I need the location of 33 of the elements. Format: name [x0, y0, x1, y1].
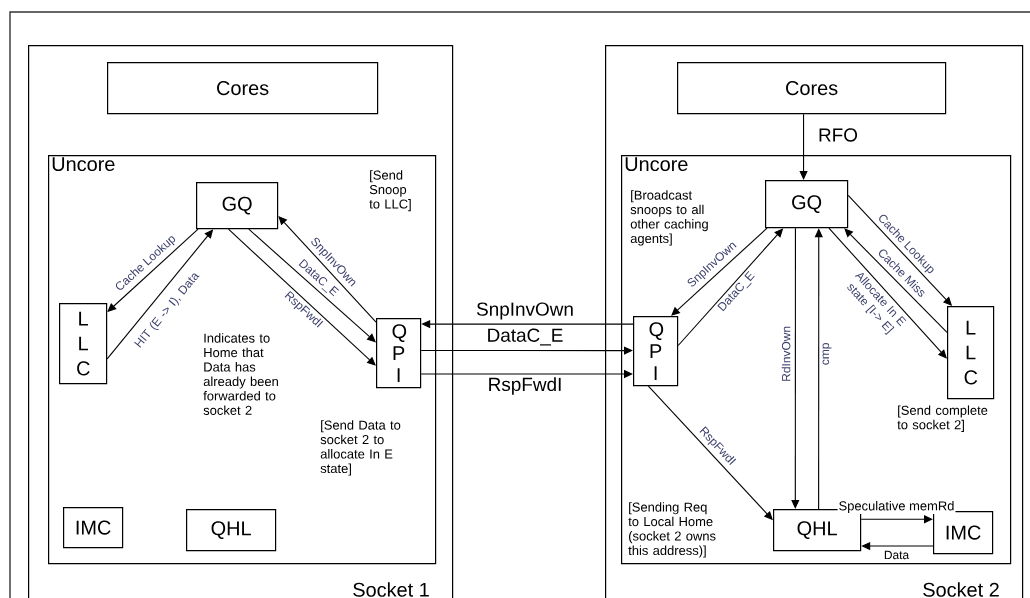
home-logic-box: QHL: [186, 509, 277, 552]
arrow: [227, 228, 376, 366]
cores-box: Cores: [107, 62, 379, 115]
memory-controller-box: IMC: [933, 511, 994, 555]
note-text: [Send Data to socket 2 to allocate In E state]: [320, 420, 401, 476]
arrow: [860, 515, 933, 524]
interconnect-box: Q P I: [633, 316, 679, 387]
edge-label: cmp: [821, 341, 833, 367]
arrow: [828, 227, 947, 359]
arrow: [844, 228, 948, 333]
note-text: [Broadcast snoops to all other caching agents]: [630, 190, 708, 246]
arrow: [791, 227, 800, 509]
queue-box: GQ: [765, 180, 849, 229]
note-text: [Send Snoop to LLC]: [369, 170, 411, 212]
arrow: [671, 227, 768, 316]
edge-label: DataC_E: [485, 327, 565, 347]
arrow: [799, 113, 808, 180]
edge-label: RspFwdI: [486, 376, 564, 396]
interconnect-box: Q P I: [376, 318, 422, 389]
edge-label: Speculative memRd: [837, 499, 956, 515]
edge-label: Data: [882, 549, 911, 561]
cache-box: L L C: [59, 303, 108, 385]
memory-controller-box: IMC: [63, 507, 124, 549]
arrow: [420, 346, 633, 355]
edge-label: RFO: [817, 127, 859, 143]
note-text: [Sending Req to Local Home (socket 2 owns this address)]: [628, 502, 716, 558]
queue-box: GQ: [196, 182, 279, 230]
note-text: Indicates to Home that Data has already been forwarded to socket 2: [203, 333, 278, 415]
edge-label: RdInvOwn: [780, 325, 792, 383]
arrow: [248, 228, 376, 343]
cores-box: Cores: [677, 62, 947, 115]
edge-label: SnpInvOwn: [475, 301, 575, 321]
node-label: [Send complete to socket 2]: [897, 405, 988, 432]
